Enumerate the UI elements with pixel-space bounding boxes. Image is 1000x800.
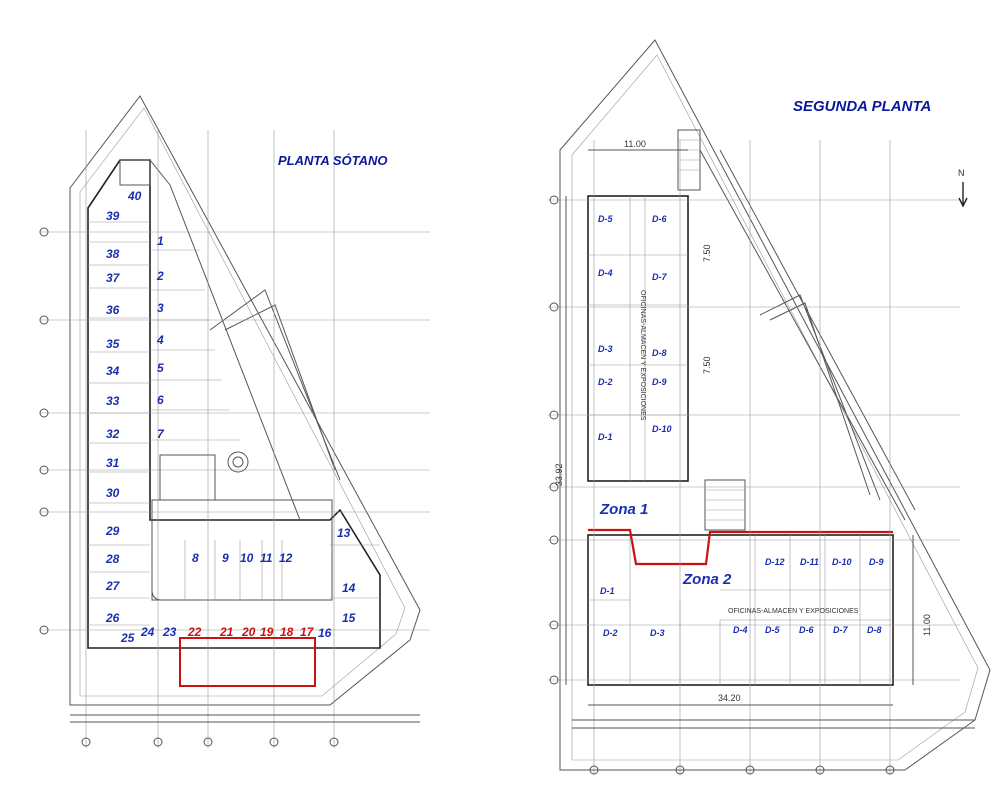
dim-mid-2: 7.50: [702, 356, 712, 374]
space-23: 23: [162, 625, 177, 639]
north-label: N: [958, 168, 965, 178]
room-z2-d9: D-9: [869, 557, 884, 567]
space-24: 24: [140, 625, 155, 639]
space-15: 15: [342, 611, 356, 625]
room-d6: D-6: [652, 214, 667, 224]
room-d3: D-3: [598, 344, 613, 354]
room-d5: D-5: [598, 214, 613, 224]
room-z2-d2: D-2: [603, 628, 618, 638]
room-z2-d11: D-11: [800, 557, 819, 567]
space-40: 40: [127, 189, 142, 203]
space-2: 2: [156, 269, 164, 283]
room-z2-d8: D-8: [867, 625, 882, 635]
room-d9: D-9: [652, 377, 667, 387]
space-14: 14: [342, 581, 356, 595]
space-28: 28: [105, 552, 120, 566]
dim-right: 11.00: [922, 614, 932, 636]
space-29: 29: [105, 524, 120, 538]
space-19: 19: [260, 625, 274, 639]
room-z2-d5: D-5: [765, 625, 780, 635]
dim-mid-1: 7.50: [702, 244, 712, 262]
second-floor-title: SEGUNDA PLANTA: [793, 98, 931, 115]
space-18: 18: [280, 625, 294, 639]
space-3: 3: [157, 301, 164, 315]
basement-title: PLANTA SÓTANO: [278, 153, 388, 168]
space-9: 9: [222, 551, 229, 565]
space-4: 4: [156, 333, 164, 347]
space-13: 13: [337, 526, 351, 540]
space-10: 10: [240, 551, 254, 565]
space-22: 22: [187, 625, 202, 639]
space-32: 32: [106, 427, 120, 441]
room-d1: D-1: [598, 432, 613, 442]
space-30: 30: [106, 486, 120, 500]
space-26: 26: [105, 611, 120, 625]
room-z2-d7: D-7: [833, 625, 848, 635]
zone-1-label: Zona 1: [599, 501, 648, 518]
space-7: 7: [157, 427, 165, 441]
space-34: 34: [106, 364, 120, 378]
dim-bottom: 34.20: [718, 693, 741, 703]
second-floor-plan: N SEGUNDA PLANTA 11.00 34.20 33.92 7.50 …: [548, 39, 991, 775]
space-39: 39: [106, 209, 120, 223]
space-35: 35: [106, 337, 120, 351]
room-z2-d12: D-12: [765, 557, 785, 567]
room-d10: D-10: [652, 424, 672, 434]
space-36: 36: [106, 303, 120, 317]
space-17: 17: [300, 625, 315, 639]
north-arrow-icon: [958, 182, 968, 208]
room-d7: D-7: [652, 272, 667, 282]
room-d4: D-4: [598, 268, 613, 278]
space-33: 33: [106, 394, 120, 408]
space-38: 38: [106, 247, 120, 261]
space-25: 25: [120, 631, 135, 645]
room-z2-d10: D-10: [832, 557, 852, 567]
space-20: 20: [241, 625, 256, 639]
space-8: 8: [192, 551, 199, 565]
space-21: 21: [219, 625, 234, 639]
space-6: 6: [157, 393, 164, 407]
room-z2-d3: D-3: [650, 628, 665, 638]
zone-2-label: Zona 2: [682, 571, 732, 588]
space-1: 1: [157, 234, 164, 248]
space-37: 37: [106, 271, 121, 285]
space-16: 16: [318, 626, 332, 640]
space-12: 12: [279, 551, 293, 565]
space-11: 11: [260, 551, 273, 565]
basement-plan: PLANTA SÓTANO 40 39 38 37 36 35 34 33 32…: [39, 95, 430, 748]
zone1-use-label: OFICINAS-ALMACEN Y EXPOSICIONES: [639, 290, 646, 421]
room-z2-d4: D-4: [733, 625, 748, 635]
room-d2: D-2: [598, 377, 613, 387]
room-z2-d6: D-6: [799, 625, 814, 635]
dim-top: 11.00: [624, 139, 646, 149]
room-z2-d1: D-1: [600, 586, 615, 596]
dim-left: 33.92: [554, 463, 564, 486]
space-31: 31: [106, 456, 120, 470]
space-5: 5: [157, 361, 164, 375]
space-27: 27: [105, 579, 121, 593]
room-d8: D-8: [652, 348, 667, 358]
zone2-use-label: OFICINAS-ALMACEN Y EXPOSICIONES: [728, 608, 859, 615]
